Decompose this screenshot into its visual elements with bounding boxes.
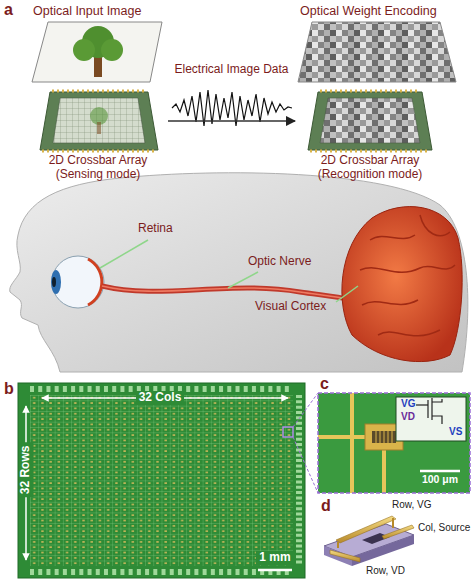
- signal-name: VG: [401, 398, 415, 410]
- zoom-frame: [318, 393, 470, 493]
- circuit-inset: [396, 397, 466, 441]
- scale-bar: [420, 470, 460, 473]
- row-wire: [318, 435, 366, 439]
- chip-photo: [18, 383, 305, 578]
- brain-folds: [360, 215, 455, 336]
- row-wire: [382, 450, 386, 493]
- contact-pads: [30, 569, 293, 575]
- signal-name: VS: [449, 426, 462, 438]
- electrode-fingers: [376, 431, 392, 443]
- column-wire: [350, 393, 354, 493]
- transistor-symbol: [416, 398, 442, 424]
- panel-letter: a: [4, 1, 13, 19]
- gate-electrode: [392, 518, 394, 528]
- panel-letter: b: [4, 380, 14, 398]
- pin-label: Col, Source: [418, 522, 470, 534]
- iris: [51, 270, 61, 294]
- device-photo: VGVD VS 100 μm: [318, 393, 470, 493]
- gate-electrode: [336, 516, 396, 543]
- tree-trunk: [94, 55, 102, 77]
- chip-pins: [310, 150, 430, 153]
- optic-nerve: [102, 286, 352, 300]
- crossbar-grid: [320, 98, 420, 143]
- pupil: [52, 277, 56, 287]
- chip-board: [308, 92, 432, 150]
- weight-plane: [298, 22, 456, 82]
- panel-title: Optical Weight Encoding: [300, 4, 437, 18]
- dimension-label: 32 Cols: [136, 391, 185, 405]
- scale-label: 100 μm: [419, 473, 461, 485]
- scale-label: 1 mm: [256, 551, 293, 565]
- panel-title: Optical Input Image: [33, 4, 141, 18]
- zoom-line: [293, 393, 318, 427]
- gate-electrode: [337, 542, 339, 548]
- anatomy-label: Retina: [138, 222, 173, 236]
- zoom-box: [283, 427, 293, 437]
- crossbar-array: 2D Crossbar Array (Sensing mode): [28, 88, 168, 186]
- crossbar-grid: [30, 395, 293, 566]
- signal-name: VD: [401, 411, 415, 423]
- chip-photo: 32 Cols 32 Rows 1 mm: [18, 383, 305, 578]
- pin-label: Row, VG: [392, 499, 431, 511]
- head-silhouette: [10, 173, 468, 372]
- edge-label: Electrical Image Data: [172, 63, 290, 77]
- channel: [372, 431, 396, 443]
- crossbar-grid: [53, 98, 145, 143]
- image-plane: [32, 22, 162, 82]
- panel-letter: c: [320, 375, 329, 393]
- chip-pins: [52, 90, 146, 93]
- retina: [88, 259, 102, 305]
- pin-label: Row, VD: [366, 565, 405, 577]
- leader-line: [100, 240, 148, 268]
- zoom-line: [293, 437, 318, 493]
- device-schematic: Row, VG Col, SourceRow, VD: [318, 497, 470, 578]
- eyeball: [52, 256, 104, 308]
- optic-nerve: [102, 286, 352, 300]
- crossbar-array: 2D Crossbar Array (Recognition mode): [295, 88, 445, 186]
- device-photo: [318, 393, 470, 493]
- visual-cortex: [342, 207, 462, 362]
- anatomy-label: Optic Nerve: [248, 255, 311, 269]
- dimension-label: 32 Rows: [19, 443, 33, 498]
- chip-board: [40, 92, 158, 150]
- tree-image: [97, 122, 101, 134]
- chip-pins: [320, 90, 420, 93]
- anatomy-label: Visual Cortex: [255, 300, 326, 314]
- leader-line: [336, 286, 358, 302]
- chip-pins: [42, 150, 156, 153]
- contact-pads: [296, 395, 302, 566]
- leader-line: [228, 272, 258, 288]
- panel-letter: d: [321, 497, 331, 515]
- signal-arrow: [168, 120, 295, 122]
- source-electrode: [382, 525, 414, 539]
- array-label: 2D Crossbar Array (Sensing mode): [28, 154, 168, 182]
- scale-bar: [258, 569, 292, 572]
- drain-electrode: [330, 550, 360, 562]
- tree-crown: [101, 39, 123, 61]
- tree-crown: [73, 39, 95, 61]
- array-label: 2D Crossbar Array (Recognition mode): [295, 154, 445, 182]
